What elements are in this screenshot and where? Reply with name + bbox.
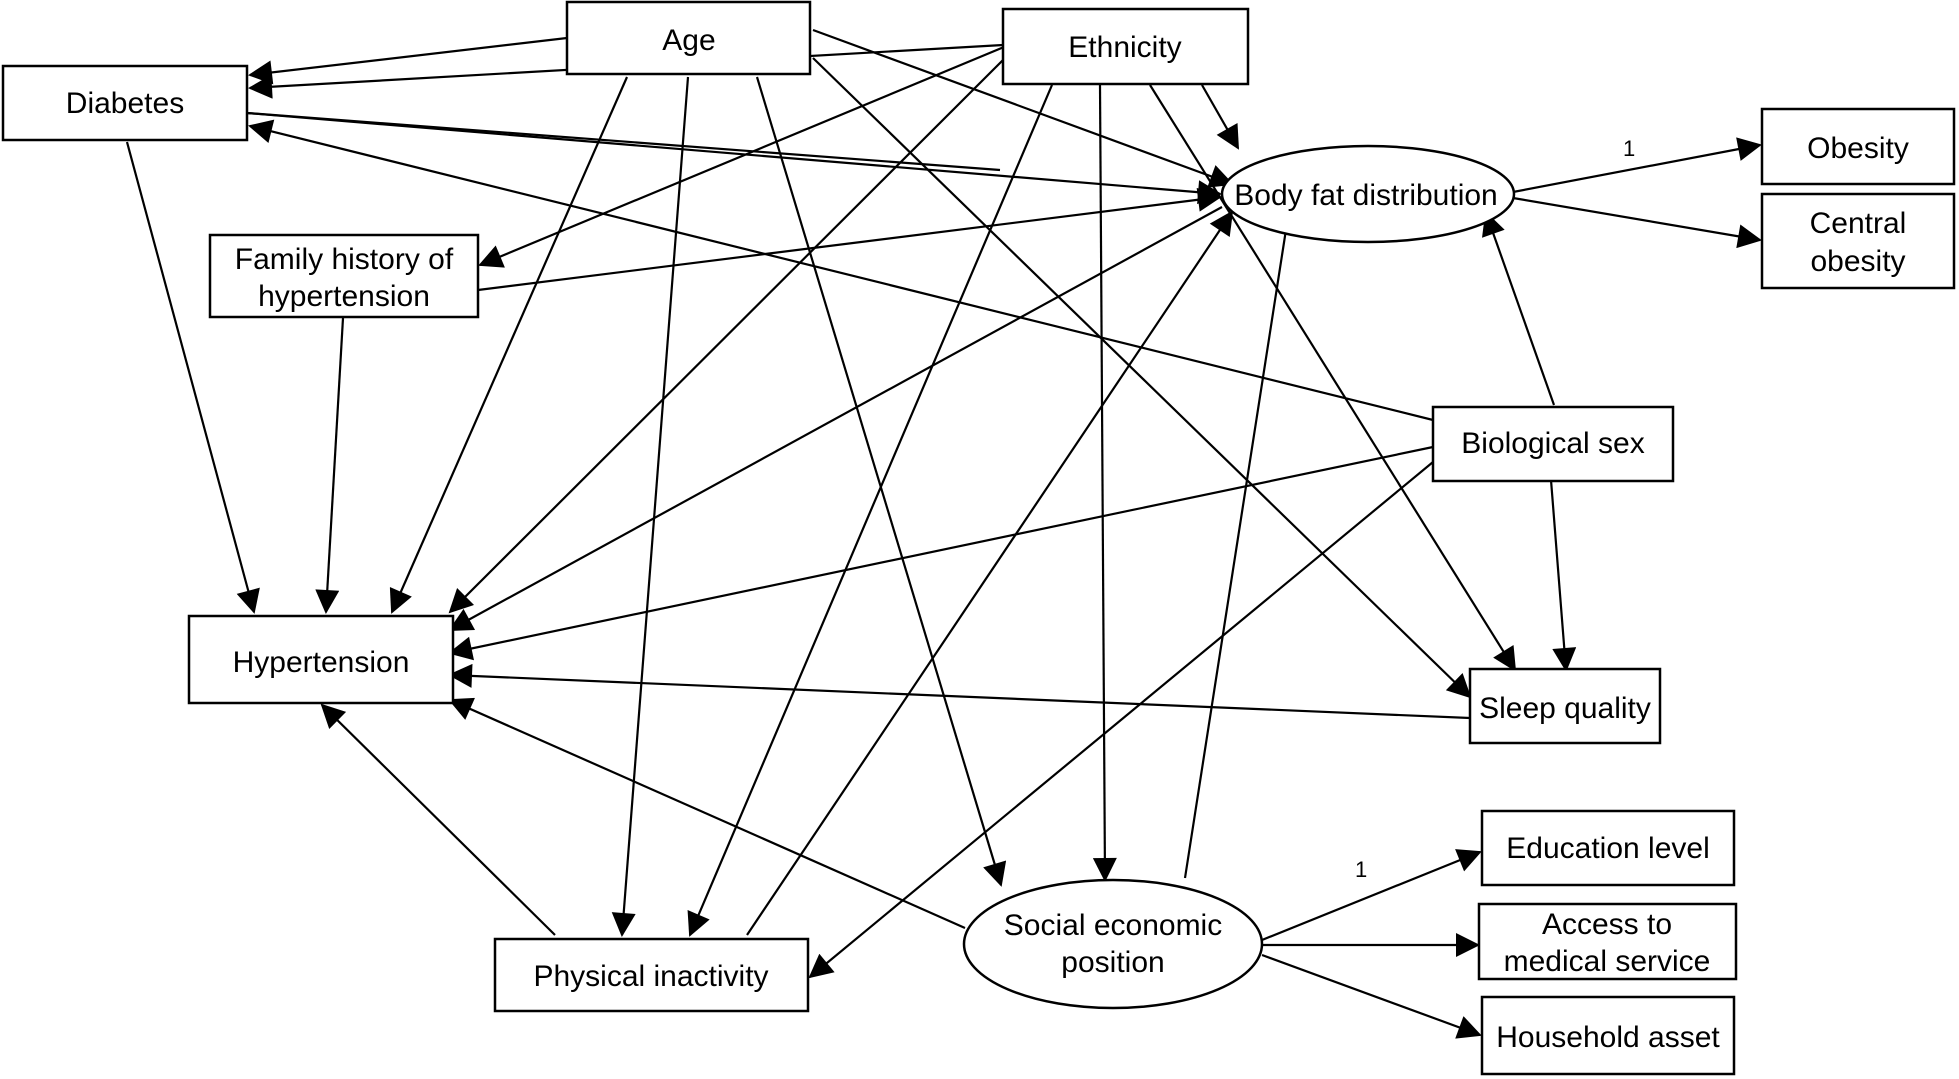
node-education-level-label: Education level — [1506, 832, 1709, 865]
node-ethnicity-label: Ethnicity — [1068, 31, 1181, 64]
node-hypertension-label: Hypertension — [233, 646, 410, 679]
edge-ethnicity-sleep — [1149, 84, 1517, 672]
edge-physical-hypertension — [320, 703, 556, 936]
edge-label-bodyfat-obesity: 1 — [1623, 136, 1635, 161]
node-ses-label-1: Social economic — [1004, 909, 1222, 942]
edge-ethnicity-ses — [1092, 84, 1117, 882]
edge-diabetes-bodyfat — [246, 111, 1222, 205]
edge-bodyfat-diabetes — [246, 111, 1001, 172]
node-ses-label-2: position — [1061, 946, 1164, 979]
node-body-fat-distribution: Body fat distribution — [1220, 144, 1516, 244]
edge-family-bodyfat — [477, 187, 1222, 292]
node-family-history: Family history of hypertension — [208, 233, 480, 319]
edge-ses-bodyfat — [1183, 202, 1299, 879]
node-diabetes: Diabetes — [1, 64, 249, 142]
node-sleep-quality: Sleep quality — [1468, 667, 1662, 745]
edge-sex-bodyfat — [1482, 211, 1556, 406]
edge-ethnicity-physical — [687, 84, 1054, 937]
node-biological-sex: Biological sex — [1431, 405, 1675, 483]
edge-sex-diabetes — [248, 119, 1434, 422]
edge-bodyfat-central-obesity — [1512, 196, 1762, 249]
node-central-obesity-label-1: Central — [1810, 207, 1907, 240]
edge-sex-physical — [808, 461, 1434, 979]
node-education-level: Education level — [1480, 809, 1736, 887]
edges: 1 1 — [125, 28, 1762, 1039]
edge-age-physical — [611, 76, 690, 937]
node-household-asset: Household asset — [1480, 995, 1736, 1076]
node-social-economic-position: Social economic position — [962, 878, 1264, 1010]
node-obesity-label: Obesity — [1807, 132, 1909, 165]
node-ethnicity: Ethnicity — [1001, 7, 1250, 86]
node-diabetes-label: Diabetes — [66, 87, 184, 120]
node-age: Age — [565, 0, 812, 76]
node-family-history-label-2: hypertension — [258, 280, 430, 313]
node-physical-inactivity-label: Physical inactivity — [533, 960, 768, 993]
edge-ses-household — [1261, 953, 1482, 1039]
edge-ses-hypertension — [448, 697, 966, 930]
edge-ethnicity-bodyfat — [1201, 84, 1239, 150]
edge-age-hypertension — [389, 76, 629, 614]
edge-family-hypertension — [315, 317, 345, 614]
edge-ses-education — [1261, 849, 1482, 942]
edge-ethnicity-hypertension — [448, 59, 1004, 614]
edge-ethnicity-family — [478, 45, 1005, 268]
node-physical-inactivity: Physical inactivity — [493, 937, 810, 1013]
node-body-fat-label: Body fat distribution — [1234, 179, 1497, 212]
edge-bodyfat-hypertension — [448, 206, 1223, 631]
node-access-medical-service: Access to medical service — [1477, 902, 1738, 981]
edge-age-diabetes — [248, 36, 568, 85]
node-access-label-1: Access to — [1542, 908, 1672, 941]
edge-label-ses-education: 1 — [1355, 857, 1367, 882]
edge-sex-sleep — [1549, 479, 1577, 672]
edge-sleep-hypertension — [448, 663, 1471, 720]
node-hypertension: Hypertension — [187, 614, 455, 705]
node-central-obesity: Central obesity — [1760, 192, 1956, 290]
edge-age-bodyfat — [812, 28, 1234, 188]
node-sleep-quality-label: Sleep quality — [1479, 692, 1651, 725]
edge-physical-bodyfat — [746, 210, 1234, 936]
node-household-asset-label: Household asset — [1496, 1021, 1720, 1054]
node-biological-sex-label: Biological sex — [1461, 427, 1644, 460]
node-family-history-label-1: Family history of — [235, 243, 454, 276]
node-central-obesity-label-2: obesity — [1810, 245, 1905, 278]
edge-diabetes-hypertension — [125, 141, 260, 614]
node-access-label-2: medical service — [1504, 945, 1711, 978]
node-obesity: Obesity — [1760, 107, 1956, 186]
edge-sex-hypertension — [448, 445, 1434, 661]
edge-age-ses — [755, 76, 1007, 887]
edge-bodyfat-obesity — [1512, 137, 1762, 194]
edge-age-sleep — [812, 57, 1472, 699]
node-age-label: Age — [662, 24, 715, 57]
